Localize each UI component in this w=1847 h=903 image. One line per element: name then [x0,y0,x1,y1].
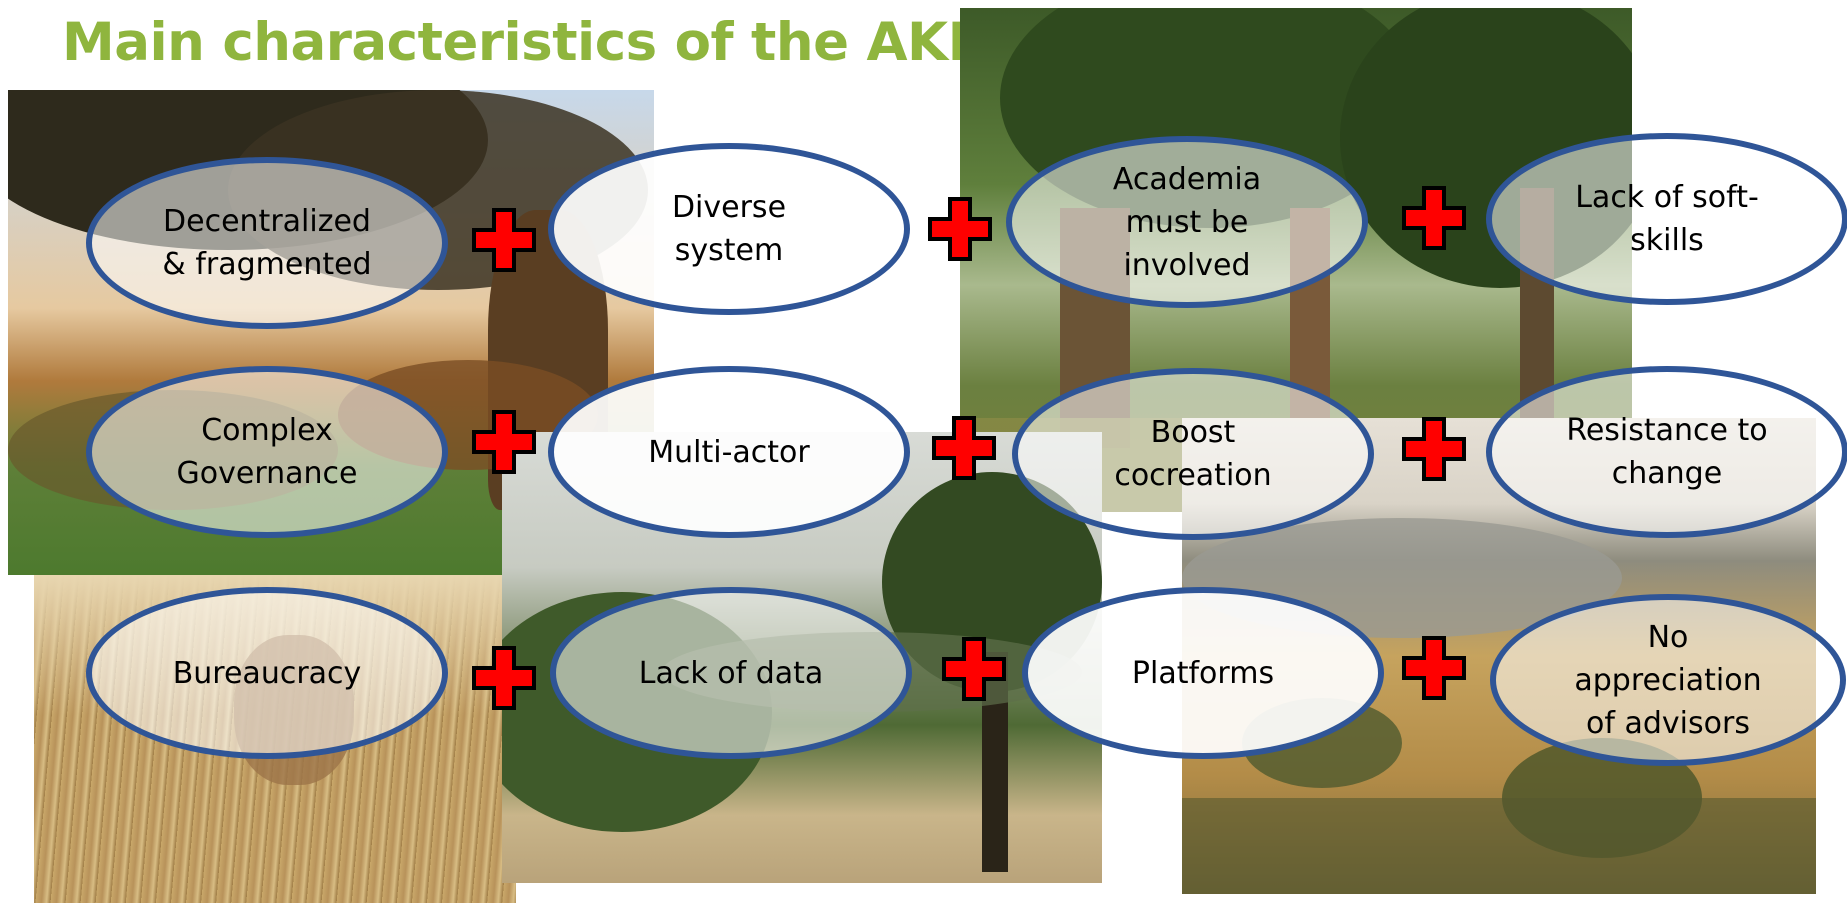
platforms-oval: Platforms [1022,587,1384,759]
complex-governance-oval: Complex Governance [86,366,448,538]
plus-icon [1402,186,1466,250]
boost-cocreation-oval: Boost cocreation [1012,368,1374,540]
plus-icon [1402,636,1466,700]
soft-skills-oval: Lack of soft- skills [1486,133,1847,305]
plus-icon [928,197,992,261]
plus-icon [472,646,536,710]
lack-of-data-oval: Lack of data [550,587,912,759]
plus-icon [472,410,536,474]
academia-involved-oval: Academia must be involved [1006,136,1368,308]
plus-icon [472,208,536,272]
plus-icon [942,637,1006,701]
plus-icon [932,416,996,480]
resistance-to-change-oval: Resistance to change [1486,366,1847,538]
decentralized-fragmented-oval: Decentralized & fragmented [86,157,448,329]
plus-icon [1402,417,1466,481]
multi-actor-oval: Multi-actor [548,366,910,538]
no-appreciation-advisors-oval: No appreciation of advisors [1490,594,1846,766]
diverse-system-oval: Diverse system [548,143,910,315]
slide-title: Main characteristics of the AKIS [62,12,1005,73]
bureaucracy-oval: Bureaucracy [86,587,448,759]
